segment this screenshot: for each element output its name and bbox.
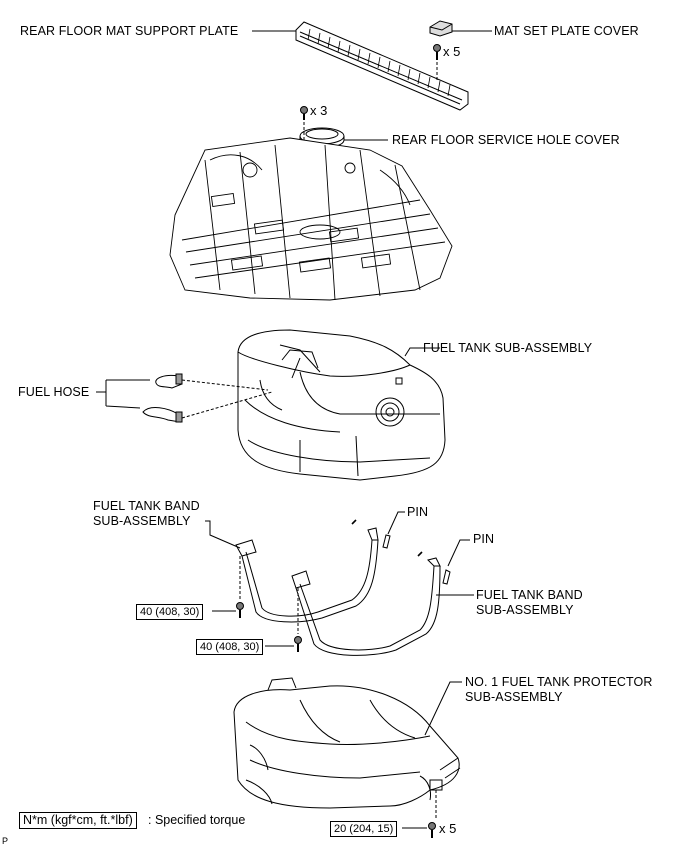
torque-band-bolt-2: 40 (408, 30) <box>196 639 264 655</box>
pin-drawing <box>382 534 391 549</box>
torque-protector-bolt: 20 (204, 15) <box>330 821 398 837</box>
bolt-icon <box>300 106 308 120</box>
legend-description: : Specified torque <box>148 813 246 827</box>
label-fuel-tank-band-right-2: SUB-ASSEMBLY <box>476 603 574 617</box>
fuel-tank-drawing <box>237 329 446 481</box>
label-fuel-tank-sub-assembly: FUEL TANK SUB-ASSEMBLY <box>423 341 593 355</box>
fuel-hose-drawing <box>142 373 183 423</box>
bolt-icon <box>428 822 436 838</box>
rear-floor-panel-drawing <box>169 137 453 301</box>
label-mat-set-plate-cover: MAT SET PLATE COVER <box>494 24 639 38</box>
label-protector-2: SUB-ASSEMBLY <box>465 690 563 704</box>
qty-protector-bolts: x 5 <box>439 821 457 836</box>
label-protector-1: NO. 1 FUEL TANK PROTECTOR <box>465 675 653 689</box>
label-fuel-tank-band-left-2: SUB-ASSEMBLY <box>93 514 191 528</box>
qty-mat-cover-bolts: x 5 <box>443 44 461 59</box>
pin-drawing <box>442 569 451 585</box>
fuel-tank-protector-drawing <box>233 677 461 809</box>
qty-service-hole-bolts: x 3 <box>310 103 328 118</box>
mat-set-plate-cover-drawing <box>429 20 453 37</box>
torque-band-bolt-1: 40 (408, 30) <box>136 604 204 620</box>
bolt-icon <box>236 602 244 618</box>
bolt-icon <box>433 44 441 60</box>
label-fuel-tank-band-left-1: FUEL TANK BAND <box>93 499 200 513</box>
bolt-icon <box>294 636 302 652</box>
figure-code: P <box>2 836 9 846</box>
legend-torque-unit: N*m (kgf*cm, ft.*lbf) <box>19 812 137 829</box>
label-rear-floor-mat-support-plate: REAR FLOOR MAT SUPPORT PLATE <box>20 24 239 38</box>
fuel-tank-band-left-drawing <box>235 527 379 623</box>
fuel-tank-band-right-drawing <box>291 557 441 656</box>
mat-support-plate-drawing <box>295 21 469 111</box>
label-pin: PIN <box>407 505 429 519</box>
label-rear-floor-service-hole-cover: REAR FLOOR SERVICE HOLE COVER <box>392 133 620 147</box>
label-fuel-hose: FUEL HOSE <box>18 385 90 399</box>
label-pin: PIN <box>473 532 495 546</box>
label-fuel-tank-band-right-1: FUEL TANK BAND <box>476 588 583 602</box>
